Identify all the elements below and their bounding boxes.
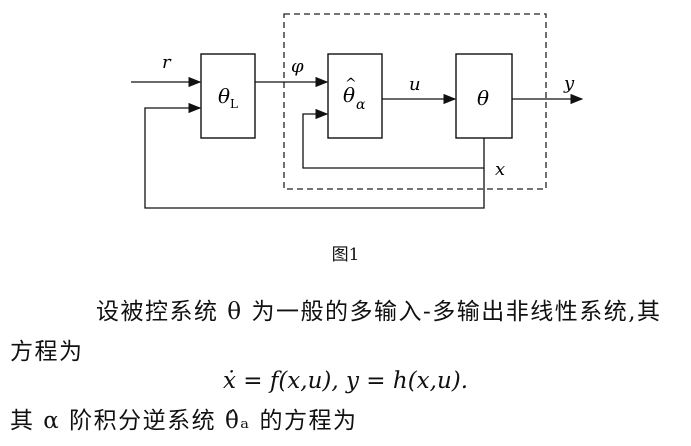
state-label: x <box>495 159 505 180</box>
controller-subscript: L <box>230 97 238 111</box>
outer-feedback-line <box>144 102 485 209</box>
input-label: r <box>162 52 172 73</box>
inverse-subscript: α <box>356 97 366 113</box>
body-paragraph-2: 其 α 阶积分逆系统 θ̂ₐ 的方程为 <box>10 408 358 434</box>
plant-block <box>455 53 513 139</box>
inverse-system-block <box>327 53 383 139</box>
plant-theta: θ <box>477 86 489 110</box>
phi-label: φ <box>291 56 304 77</box>
state-equation: ẋ = f(x,u), y = h(x,u). <box>222 368 469 394</box>
controller-theta: θ <box>218 84 230 108</box>
dashed-boundary <box>283 13 547 190</box>
inverse-hat: ^ <box>345 76 357 92</box>
inverse-theta: θ <box>343 83 355 107</box>
body-paragraph: 设被控系统 θ 为一般的多输入-多输出非线性系统,其方程为 <box>10 299 662 365</box>
output-label: y <box>563 73 575 94</box>
u-label: u <box>409 74 421 95</box>
state-feedback-line <box>302 108 485 169</box>
block-diagram: r φ u y x θ L θ ^ α θ <box>131 13 584 209</box>
figure-caption: 图1 <box>331 245 360 265</box>
controller-block <box>200 53 256 139</box>
